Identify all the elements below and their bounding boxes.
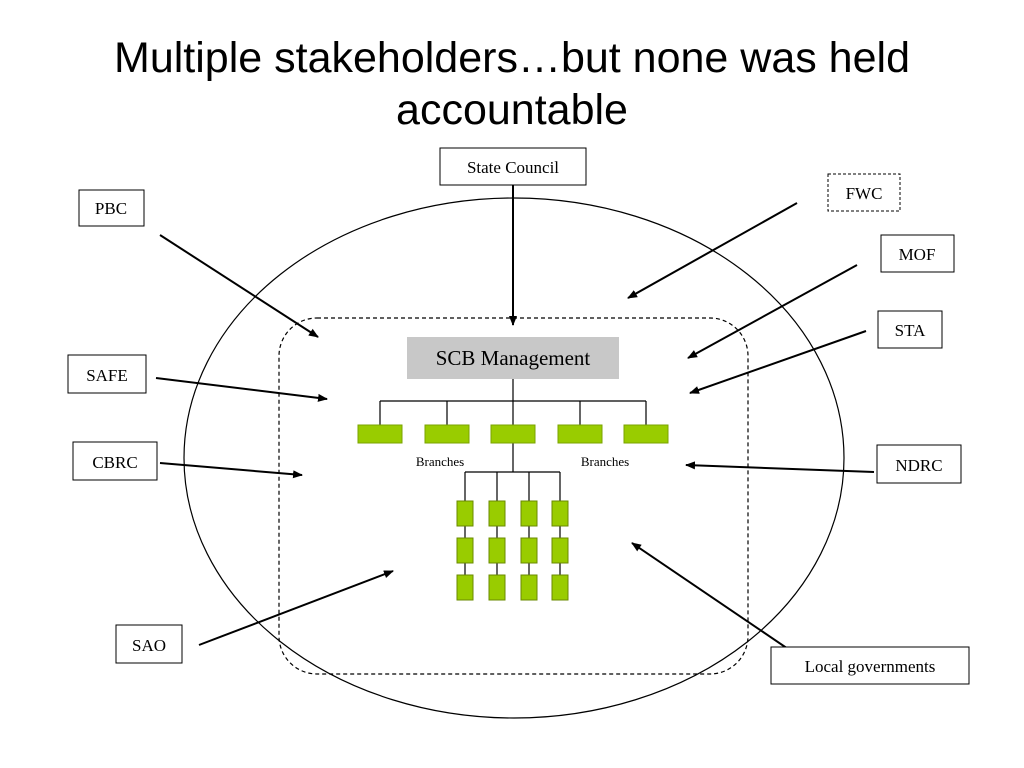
- stakeholder-label: Local governments: [805, 657, 936, 676]
- stakeholder-label: MOF: [899, 245, 936, 264]
- sub-branch-cell: [551, 500, 569, 527]
- stakeholder-label: SAO: [132, 636, 166, 655]
- arrow-sao: [198, 570, 394, 646]
- arrow-mof: [687, 264, 858, 359]
- stakeholder-label: NDRC: [895, 456, 942, 475]
- sub-branch-cell: [488, 500, 506, 527]
- scb-management-box: [407, 337, 619, 379]
- stakeholder-label: State Council: [467, 158, 559, 177]
- stakeholder-state-council: State Council: [439, 147, 587, 186]
- title-line-2: accountable: [396, 86, 628, 134]
- sub-branch-cell: [456, 574, 474, 601]
- stakeholder-pbc: PBC: [78, 189, 145, 227]
- branch-bar: [490, 424, 536, 444]
- stakeholder-local-governments: Local governments: [770, 646, 970, 685]
- sub-branch-cell: [456, 537, 474, 564]
- arrow-ndrc: [685, 461, 875, 473]
- arrow-sta: [689, 330, 867, 394]
- branch-bar: [424, 424, 470, 444]
- sub-branch-cell: [551, 537, 569, 564]
- org-tree-lines: [379, 379, 647, 586]
- sub-branch-cell: [520, 537, 538, 564]
- branch-bars: [357, 424, 669, 444]
- arrow-safe: [155, 377, 328, 402]
- branches-label-right: Branches: [581, 454, 629, 469]
- branch-bar: [357, 424, 403, 444]
- branches-label-left: Branches: [416, 454, 464, 469]
- stakeholder-label: FWC: [846, 184, 883, 203]
- stakeholder-sta: STA: [877, 310, 943, 349]
- sub-branch-cell: [488, 574, 506, 601]
- arrow-fwc: [627, 202, 798, 299]
- stakeholder-label: CBRC: [92, 453, 137, 472]
- stakeholder-sao: SAO: [115, 624, 183, 664]
- sub-branch-cell: [520, 574, 538, 601]
- branch-bar: [623, 424, 669, 444]
- sub-branch-cell: [488, 537, 506, 564]
- branch-bar: [557, 424, 603, 444]
- stakeholder-arrows: [155, 185, 875, 656]
- slide-title: Multiple stakeholders…but none was held …: [0, 32, 1024, 136]
- sub-branch-cell: [456, 500, 474, 527]
- sub-branch-cell: [551, 574, 569, 601]
- arrow-pbc: [159, 234, 319, 338]
- stakeholder-ndrc: NDRC: [876, 444, 962, 484]
- sub-branch-cells: [456, 500, 569, 601]
- stakeholder-cbrc: CBRC: [72, 441, 158, 481]
- arrow-local-governments: [631, 542, 798, 656]
- stakeholder-safe: SAFE: [67, 354, 147, 394]
- scb-management-label: SCB Management: [436, 346, 591, 370]
- title-line-1: Multiple stakeholders…but none was held: [114, 34, 910, 82]
- stakeholder-label: SAFE: [86, 366, 128, 385]
- sub-branch-cell: [520, 500, 538, 527]
- stakeholder-fwc: FWC: [827, 173, 901, 212]
- stakeholder-label: PBC: [95, 199, 127, 218]
- stakeholder-label: STA: [895, 321, 926, 340]
- arrow-cbrc: [159, 462, 303, 479]
- stakeholder-mof: MOF: [880, 234, 955, 273]
